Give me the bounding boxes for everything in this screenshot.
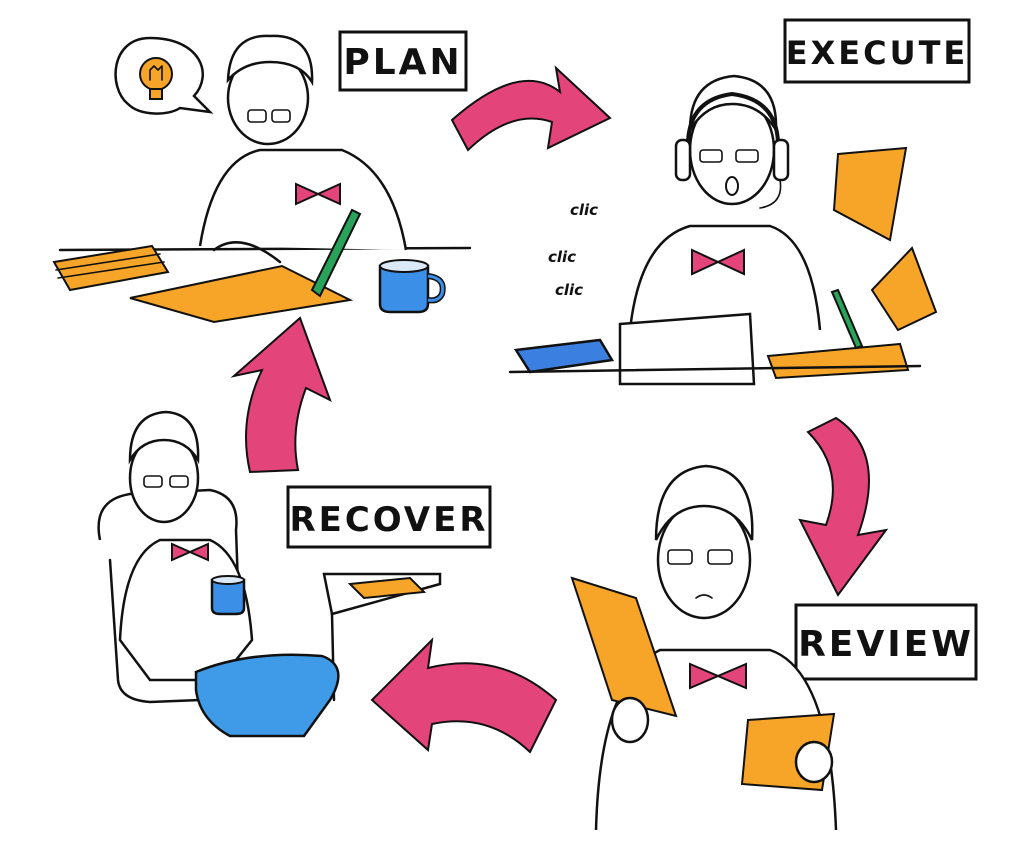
sound-effect-2: clic	[548, 248, 576, 266]
arrow-recover-to-plan	[230, 316, 332, 474]
recover-scene	[97, 410, 442, 738]
recover-bowtie	[171, 542, 209, 562]
label-recover: RECOVER	[286, 485, 492, 549]
label-recover-text: RECOVER	[289, 500, 488, 540]
flying-paper-1	[832, 146, 908, 242]
laptop-icon	[618, 312, 756, 386]
label-execute: EXECUTE	[783, 18, 971, 84]
review-paper-left	[570, 576, 678, 718]
sound-effect-3: clic	[555, 281, 583, 299]
arrow-review-to-recover	[370, 637, 558, 754]
paper-stack	[52, 244, 170, 292]
label-execute-text: EXECUTE	[786, 34, 969, 72]
plan-scene	[52, 34, 472, 324]
recover-paper	[347, 576, 427, 600]
recover-coffee-mug-icon	[210, 575, 246, 616]
headset-icon	[674, 91, 790, 209]
label-review: REVIEW	[794, 603, 978, 681]
execute-pen-icon	[830, 288, 864, 350]
plan-papers	[129, 264, 354, 324]
calculator-icon	[513, 338, 615, 374]
execute-bowtie	[691, 248, 745, 276]
coffee-mug-icon	[378, 259, 446, 314]
review-scene	[570, 464, 838, 831]
flying-paper-2	[870, 246, 938, 332]
label-plan: PLAN	[338, 30, 468, 92]
label-plan-text: PLAN	[343, 42, 462, 83]
label-review-text: REVIEW	[798, 624, 974, 665]
arrow-plan-to-execute	[450, 65, 612, 152]
sound-effect-1: clic	[570, 201, 598, 219]
execute-scene: clic clic clic	[508, 74, 938, 386]
recover-pants	[194, 653, 340, 738]
plan-bowtie	[295, 182, 341, 206]
execute-papers	[766, 342, 910, 380]
pen-icon	[310, 208, 362, 298]
arrow-execute-to-review	[798, 416, 889, 597]
review-bowtie	[689, 662, 747, 690]
lightbulb-icon	[139, 57, 173, 100]
thought-bubble-icon	[114, 36, 214, 115]
